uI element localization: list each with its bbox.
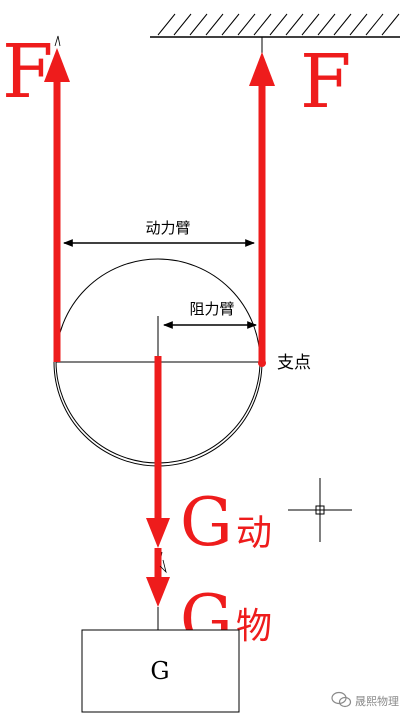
load-weight-suffix: 物 <box>236 606 272 647</box>
load-block-label: G <box>150 657 169 685</box>
load-block: G <box>81 629 240 713</box>
pulley-weight-suffix: 动 <box>236 513 272 554</box>
pulley-weight-letter: G <box>180 484 233 561</box>
watermark-text: 晟熙物理 <box>355 694 399 708</box>
ceiling-support <box>150 13 400 62</box>
resistance-arm-dimension: 阻力臂 <box>163 300 257 329</box>
left-force-label: F <box>2 29 53 115</box>
right-force-label: F <box>300 39 351 125</box>
watermark: 晟熙物理 <box>331 691 399 708</box>
fulcrum-label: 支点 <box>277 353 311 373</box>
pulley-weight-arrow <box>146 356 170 564</box>
crosshair-cursor-icon <box>288 478 352 542</box>
effort-arm-dimension: 动力臂 <box>63 219 255 247</box>
wechat-icon <box>331 691 352 708</box>
effort-arm-label: 动力臂 <box>145 219 190 237</box>
right-force-arrow <box>249 52 275 367</box>
load-weight-arrow <box>146 548 170 630</box>
left-force-arrow <box>44 35 70 362</box>
resistance-arm-label: 阻力臂 <box>189 300 234 318</box>
